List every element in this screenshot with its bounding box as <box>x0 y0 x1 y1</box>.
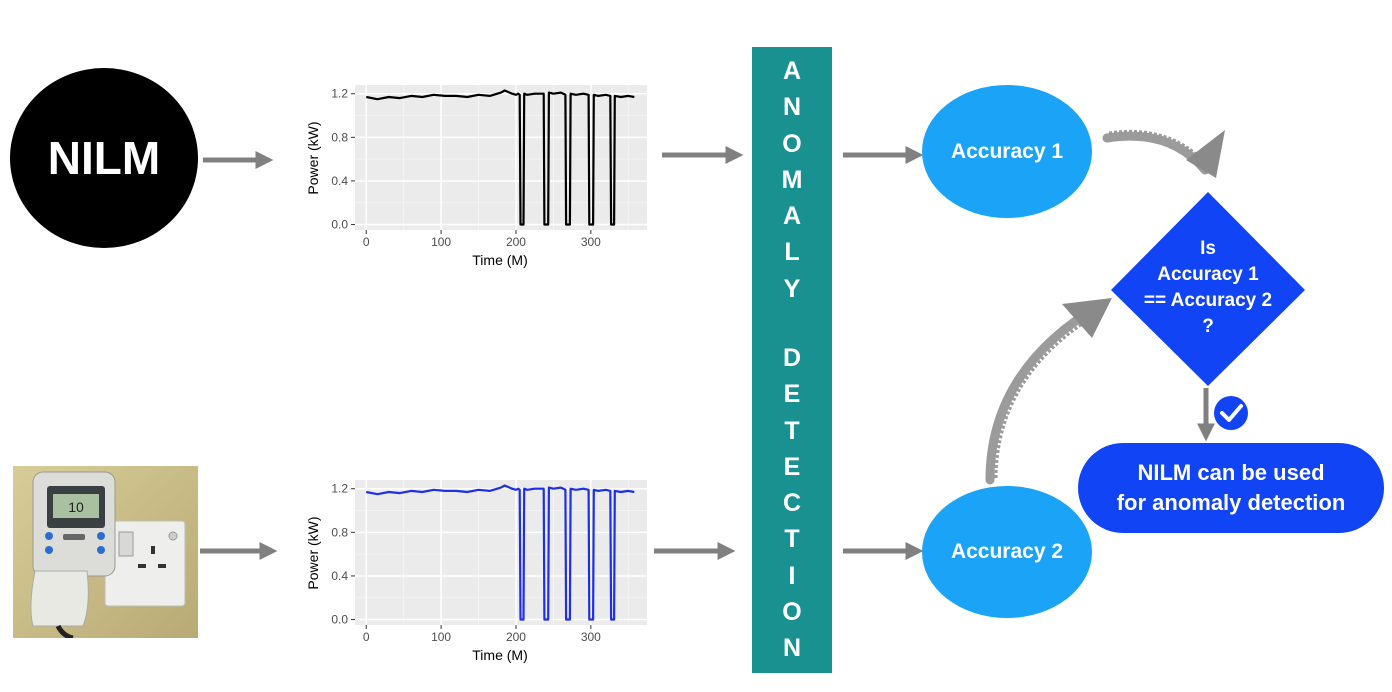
x-tick-label: 0 <box>363 235 370 249</box>
comparison-text: Is Accuracy 1 == Accuracy 2 ? <box>1126 236 1290 340</box>
band-letter: E <box>783 452 801 481</box>
check-icon <box>1214 396 1248 430</box>
x-tick-label: 300 <box>581 630 601 644</box>
comparison-line: == Accuracy 2 <box>1143 290 1273 311</box>
nilm-power-chart: 0 100 200 300 0.0 0.8 0.4 1.2 Time (M) Power (… <box>305 85 647 268</box>
x-axis-label: Time (M) <box>472 252 527 268</box>
band-letter: T <box>784 525 800 554</box>
comparison-diamond <box>1111 192 1305 386</box>
y-tick-label: 1.2 <box>331 482 348 496</box>
accuracy-2-label: Accuracy 2 <box>950 540 1064 563</box>
band-letter: E <box>783 380 801 409</box>
x-tick-label: 100 <box>431 235 451 249</box>
x-tick-label: 200 <box>506 235 526 249</box>
y-tick-label: 0.0 <box>331 218 348 232</box>
nilm-label: NILM <box>47 132 161 184</box>
y-tick-label: 0.0 <box>331 613 348 627</box>
x-axis-label: Time (M) <box>472 647 527 663</box>
band-letter: L <box>784 238 800 267</box>
series-line <box>365 484 635 621</box>
band-letter: I <box>788 561 796 590</box>
y-tick-label: 0.8 <box>331 525 348 539</box>
comparison-line: Accuracy 1 <box>1157 264 1259 285</box>
series-line <box>365 89 635 226</box>
conclusion-box: NILM can be used for anomaly detection <box>1078 443 1384 533</box>
band-letter: M <box>781 165 803 194</box>
comparison-line: ? <box>1202 316 1214 337</box>
band-letter: A <box>782 57 802 85</box>
y-tick-label: 0.8 <box>331 130 348 144</box>
band-letter: N <box>782 634 802 662</box>
band-letter: A <box>782 202 802 230</box>
comparison-line: Is <box>1200 238 1216 259</box>
y-axis-label: Power (kW) <box>305 516 321 589</box>
y-tick-label: 0.4 <box>331 569 348 583</box>
accuracy-1-node: Accuracy 1 <box>922 85 1092 218</box>
band-letter: T <box>784 416 800 445</box>
x-tick-label: 300 <box>581 235 601 249</box>
conclusion-line: for anomaly detection <box>1116 490 1346 515</box>
accuracy-2-node: Accuracy 2 <box>922 486 1092 618</box>
power-meter-photo: 10 <box>13 466 198 638</box>
accuracy-1-label: Accuracy 1 <box>950 139 1064 163</box>
band-letter: Y <box>783 274 801 303</box>
x-tick-label: 200 <box>506 630 526 644</box>
y-tick-label: 1.2 <box>331 87 348 101</box>
band-letter: O <box>782 597 802 626</box>
curved-arrow-accuracy-2-to-comparison <box>985 298 1112 485</box>
meter-power-chart: 0 100 200 300 0.0 0.8 0.4 1.2 Time (M) Power (… <box>305 480 647 663</box>
band-letter: D <box>782 344 802 372</box>
y-axis-label: Power (kW) <box>305 121 321 194</box>
y-tick-label: 0.4 <box>331 174 348 188</box>
x-tick-label: 100 <box>431 630 451 644</box>
band-letter: O <box>782 129 802 158</box>
band-letter: N <box>782 93 802 122</box>
conclusion-line: NILM can be used <box>1137 460 1325 485</box>
x-tick-label: 0 <box>363 630 370 644</box>
svg-text:10: 10 <box>68 499 84 515</box>
curved-arrow-accuracy-1-to-comparison <box>1102 129 1225 178</box>
band-letter: C <box>782 489 802 517</box>
nilm-circle: NILM <box>10 68 198 248</box>
